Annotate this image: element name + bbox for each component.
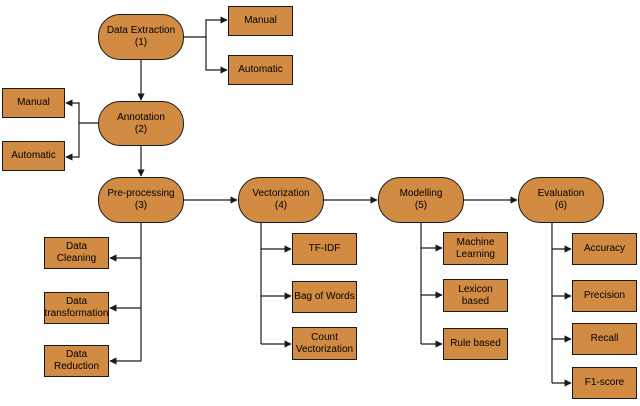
- stage-modelling: Modelling (5): [378, 177, 464, 223]
- stage-title: Pre-processing: [107, 188, 175, 199]
- metric-label: Recall: [590, 333, 619, 344]
- stage-number: (1): [134, 37, 148, 48]
- preprocessing-data-cleaning: Data Cleaning: [44, 237, 109, 269]
- evaluation-accuracy: Accuracy: [572, 233, 637, 265]
- connector-annotation-automatic: [65, 123, 80, 161]
- connector-extraction-manual: [184, 16, 228, 38]
- stage-vectorization: Vectorization (4): [238, 177, 324, 223]
- approach-label-line1: Machine: [456, 236, 495, 248]
- evaluation-f1-score: F1-score: [572, 367, 637, 399]
- method-label-line1: Count: [311, 331, 338, 343]
- modelling-rule-based: Rule based: [443, 328, 508, 360]
- stage-title: Modelling: [399, 188, 443, 199]
- evaluation-recall: Recall: [572, 323, 637, 355]
- step-label-line2: transformation: [44, 308, 109, 319]
- preprocessing-data-reduction: Data Reduction: [44, 345, 109, 377]
- stage-title: Evaluation: [537, 188, 585, 199]
- option-label: Automatic: [11, 150, 56, 161]
- stage-number: (2): [134, 123, 148, 135]
- method-label: Bag of Words: [294, 291, 355, 302]
- stage-data-extraction: Data Extraction (1): [98, 14, 184, 60]
- stage-evaluation: Evaluation (6): [518, 177, 604, 223]
- approach-label: Rule based: [450, 338, 501, 349]
- modelling-machine-learning: Machine Learning: [443, 232, 508, 265]
- step-label-line1: Data: [65, 349, 88, 360]
- approach-label-line2: based: [461, 295, 490, 307]
- modelling-lexicon-based: Lexicon based: [443, 279, 508, 312]
- extraction-automatic: Automatic: [228, 55, 293, 85]
- approach-label-line1: Lexicon: [458, 283, 493, 295]
- stage-number: (4): [274, 200, 288, 211]
- option-label: Automatic: [238, 64, 283, 75]
- connector-annotation-manual: [65, 99, 98, 124]
- vectorization-count: Count Vectorization: [292, 327, 357, 360]
- stage-preprocessing: Pre-processing (3): [98, 177, 184, 223]
- evaluation-precision: Precision: [572, 280, 637, 312]
- preprocessing-data-transformation: Data transformation: [44, 292, 109, 324]
- step-label-line2: Reduction: [53, 361, 100, 372]
- method-label: TF-IDF: [308, 243, 341, 254]
- vectorization-bag-of-words: Bag of Words: [292, 281, 357, 313]
- annotation-manual: Manual: [2, 88, 65, 118]
- stage-title: Data Extraction: [106, 25, 176, 36]
- option-label: Manual: [17, 97, 50, 108]
- extraction-manual: Manual: [228, 6, 293, 36]
- stage-number: (3): [134, 200, 148, 211]
- vectorization-tfidf: TF-IDF: [292, 233, 357, 265]
- metric-label: Precision: [583, 290, 626, 301]
- metric-label: Accuracy: [583, 243, 626, 254]
- connector-extraction-automatic: [205, 37, 228, 74]
- stage-number: (5): [414, 200, 428, 211]
- stage-number: (6): [554, 200, 568, 211]
- step-label-line2: Cleaning: [56, 253, 97, 264]
- stage-title: Vectorization: [252, 188, 310, 199]
- method-label-line2: Vectorization: [295, 343, 354, 355]
- step-label-line1: Data: [65, 296, 88, 307]
- annotation-automatic: Automatic: [2, 141, 65, 171]
- metric-label: F1-score: [584, 377, 625, 388]
- option-label: Manual: [244, 15, 277, 26]
- stage-annotation: Annotation (2): [98, 101, 184, 146]
- approach-label-line2: Learning: [456, 248, 495, 260]
- step-label-line1: Data: [65, 241, 88, 252]
- stage-title: Annotation: [117, 111, 165, 123]
